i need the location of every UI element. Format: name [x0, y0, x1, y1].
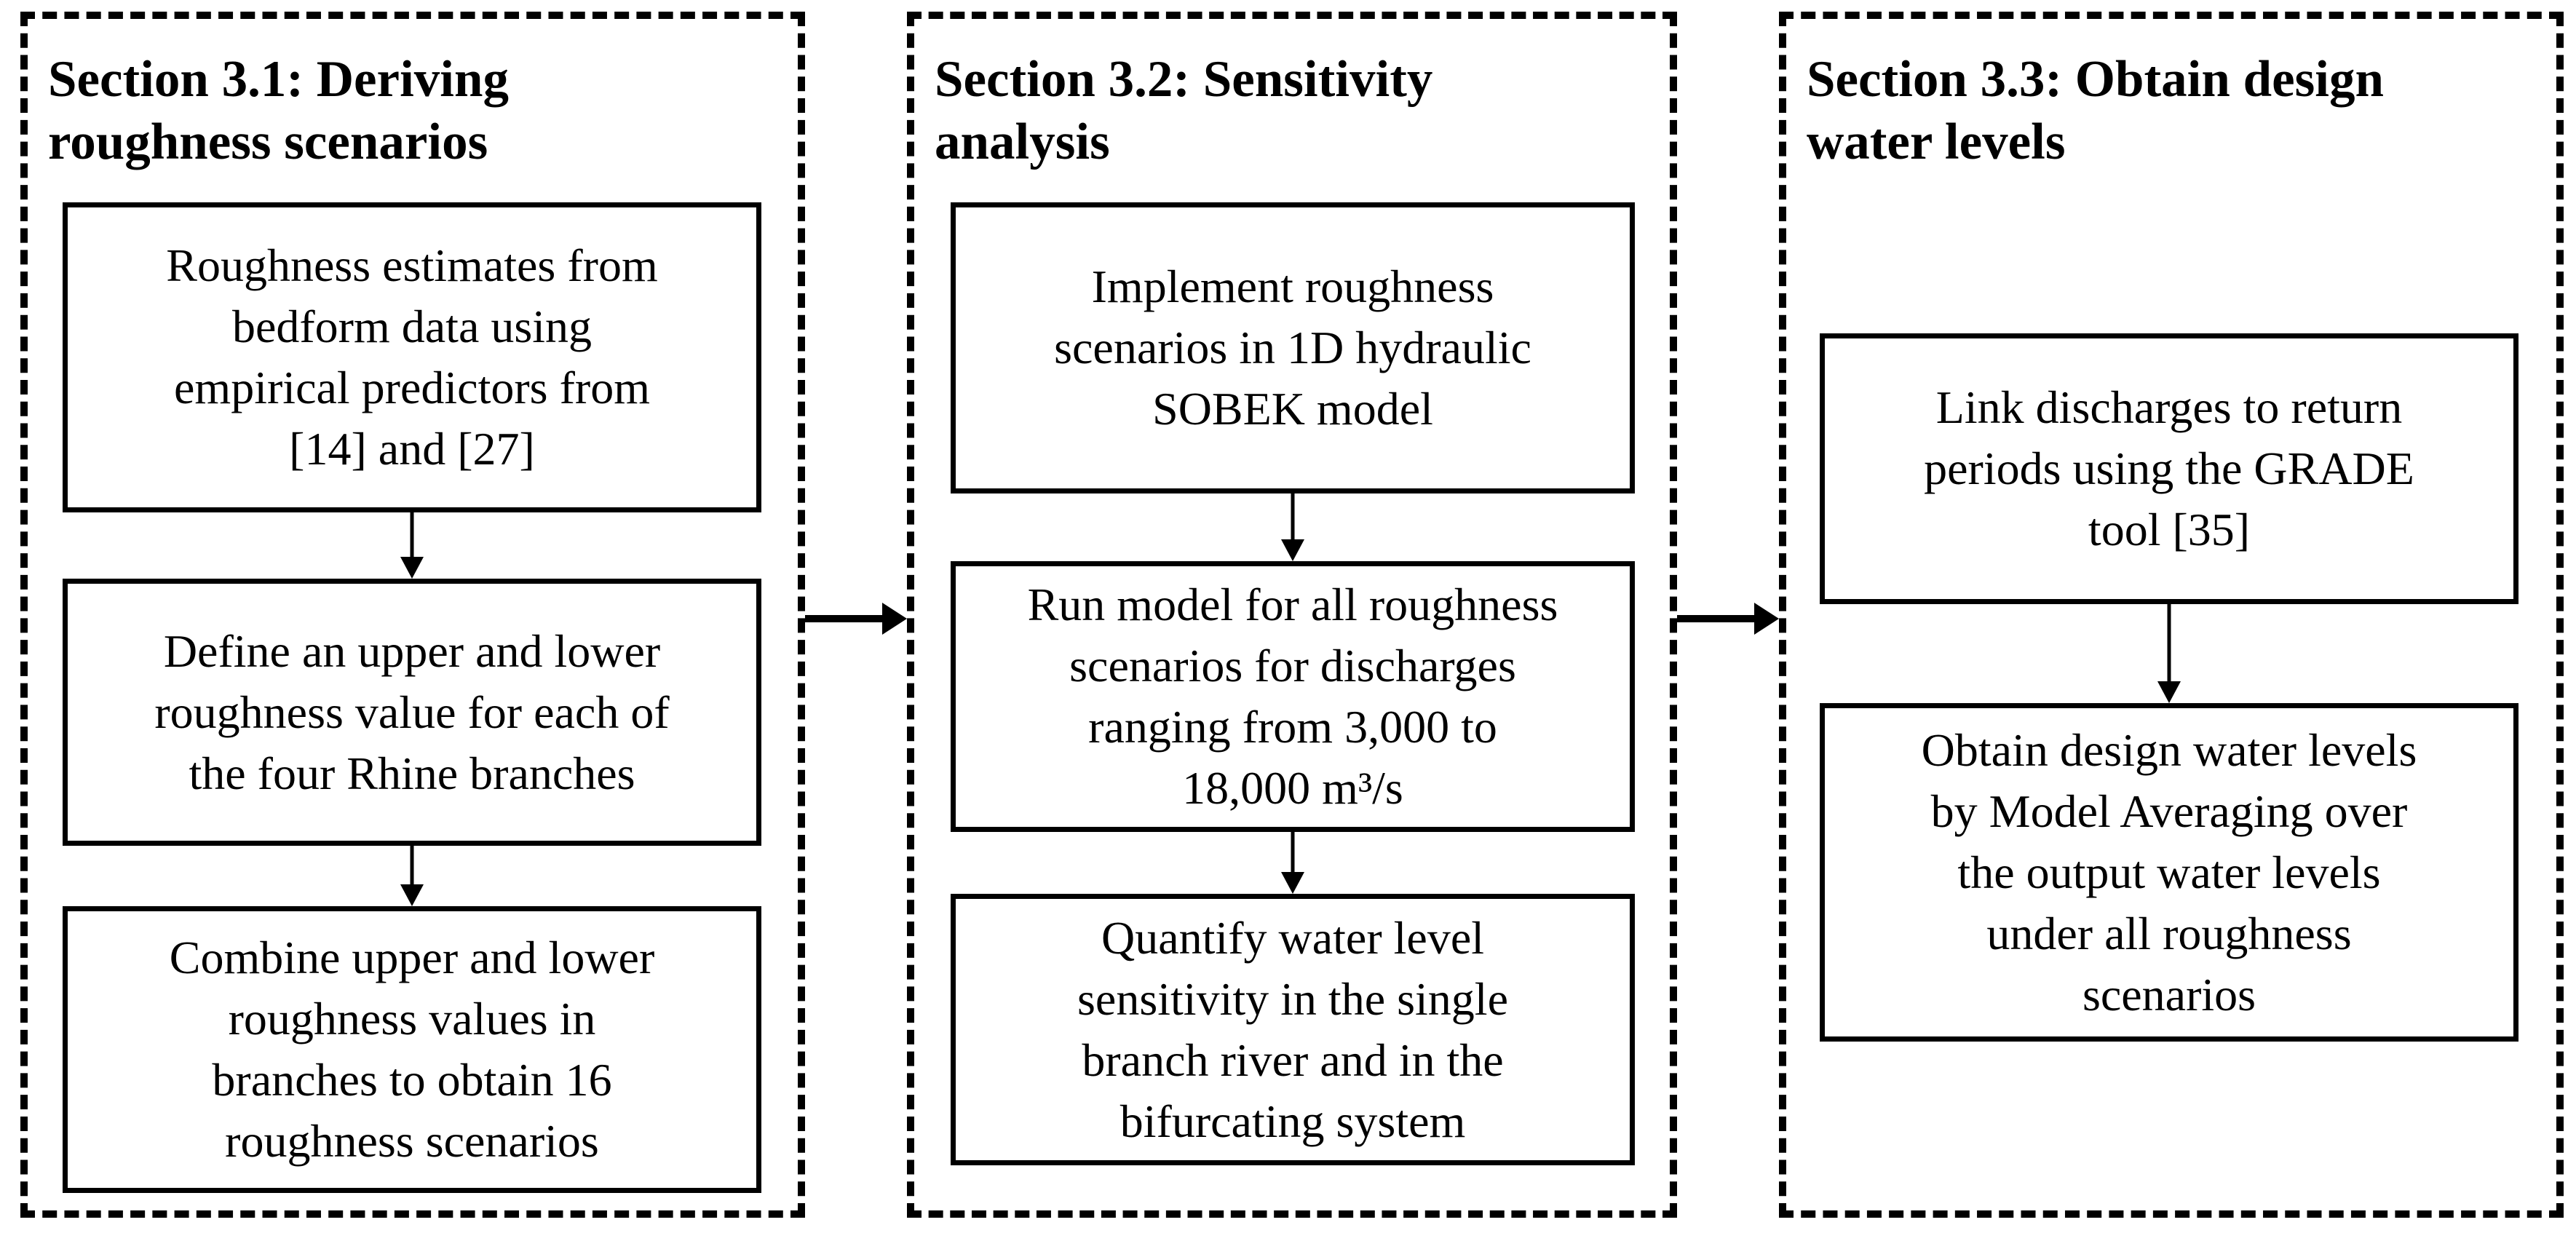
process-box-text: Combine upper and lower roughness values…	[170, 927, 655, 1172]
process-box-text: Link discharges to return periods using …	[1924, 377, 2414, 560]
box-text-line: Combine upper and lower	[169, 932, 655, 983]
arrow-head-icon	[400, 884, 424, 906]
box-text-line: the four Rhine branches	[189, 747, 635, 799]
down-arrow	[1278, 832, 1307, 894]
process-box-text: Quantify water level sensitivity in the …	[1077, 908, 1508, 1152]
box-text-line: Link discharges to return	[1935, 381, 2403, 433]
box-text-line: under all roughness	[1986, 907, 2352, 959]
box-text-line: SOBEK model	[1152, 383, 1433, 435]
box-text-line: branches to obtain 16	[212, 1054, 612, 1106]
box-text-line: roughness value for each of	[154, 686, 670, 738]
down-arrow	[2155, 604, 2184, 703]
arrow-shaft	[410, 846, 414, 887]
box-text-line: scenarios for discharges	[1069, 640, 1516, 691]
box-text-line: branch river and in the	[1082, 1034, 1504, 1086]
box-text-line: periods using the GRADE	[1924, 443, 2414, 494]
section-3-3-panel: Section 3.3: Obtain design water levels …	[1779, 12, 2564, 1218]
box-text-line: Run model for all roughness	[1027, 579, 1558, 630]
arrow-head-icon	[1754, 603, 1779, 635]
process-box-roughness-estimates: Roughness estimates from bedform data us…	[63, 202, 761, 512]
arrow-shaft	[805, 615, 887, 622]
process-box-text: Roughness estimates from bedform data us…	[166, 235, 657, 480]
box-text-line: Implement roughness	[1091, 261, 1494, 312]
arrow-head-icon	[882, 603, 907, 635]
box-text-line: ranging from 3,000 to	[1088, 701, 1497, 753]
box-text-line: scenarios in 1D hydraulic	[1054, 322, 1531, 373]
box-text-line: the output water levels	[1957, 846, 2381, 898]
box-text-line: Obtain design water levels	[1921, 723, 2417, 776]
arrow-head-icon	[400, 557, 424, 579]
box-text-line: 18,000 m³/s	[1182, 762, 1403, 814]
box-text-line: Define an upper and lower	[163, 625, 661, 677]
box-text-line: Quantify water level	[1101, 911, 1484, 964]
box-text-line: bifurcating system	[1119, 1095, 1466, 1147]
process-box-text: Obtain design water levels by Model Aver…	[1922, 720, 2417, 1026]
box-text-line: roughness values in	[228, 993, 596, 1044]
down-arrow	[397, 512, 427, 579]
arrow-shaft	[1291, 493, 1295, 542]
arrow-head-icon	[1281, 539, 1304, 561]
down-arrow	[397, 846, 427, 906]
process-box-implement-sobek: Implement roughness scenarios in 1D hydr…	[951, 202, 1635, 493]
flow-arrow-right-2	[1677, 603, 1779, 635]
process-box-define-upper-lower: Define an upper and lower roughness valu…	[63, 579, 761, 846]
process-box-text: Define an upper and lower roughness valu…	[154, 621, 669, 804]
section-title-line: Section 3.2: Sensitivity	[935, 51, 1433, 108]
section-title-line: water levels	[1807, 114, 2066, 170]
section-3-2-panel: Section 3.2: Sensitivity analysis Implem…	[907, 12, 1677, 1218]
box-text-line: [14] and [27]	[289, 423, 535, 475]
box-text-line: empirical predictors from	[174, 362, 650, 413]
box-text-line: by Model Averaging over	[1930, 785, 2408, 837]
flow-arrow-right-1	[805, 603, 907, 635]
process-box-text: Run model for all roughness scenarios fo…	[1028, 574, 1558, 819]
process-box-quantify-sensitivity: Quantify water level sensitivity in the …	[951, 894, 1635, 1165]
section-title-line: analysis	[935, 114, 1110, 170]
process-box-link-discharges: Link discharges to return periods using …	[1820, 333, 2518, 604]
arrow-shaft	[1677, 615, 1759, 622]
section-title-line: roughness scenarios	[48, 114, 488, 170]
arrow-head-icon	[1281, 872, 1304, 894]
section-3-3-title: Section 3.3: Obtain design water levels	[1807, 48, 2384, 173]
process-box-obtain-design-levels: Obtain design water levels by Model Aver…	[1820, 703, 2518, 1042]
arrow-shaft	[2167, 604, 2171, 684]
box-text-line: bedform data using	[231, 301, 593, 352]
process-box-text: Implement roughness scenarios in 1D hydr…	[1054, 256, 1531, 440]
box-text-line: Roughness estimates from	[166, 239, 658, 291]
box-text-line: tool [35]	[2088, 504, 2251, 555]
process-box-combine-scenarios: Combine upper and lower roughness values…	[63, 906, 761, 1193]
section-title-line: Section 3.3: Obtain design	[1807, 51, 2384, 108]
arrow-head-icon	[2157, 681, 2181, 703]
box-text-line: roughness scenarios	[225, 1115, 599, 1167]
section-3-1-title: Section 3.1: Deriving roughness scenario…	[48, 48, 509, 173]
section-title-line: Section 3.1: Deriving	[48, 51, 510, 108]
box-text-line: scenarios	[2082, 968, 2256, 1020]
down-arrow	[1278, 493, 1307, 561]
arrow-shaft	[1291, 832, 1295, 875]
process-box-run-model: Run model for all roughness scenarios fo…	[951, 561, 1635, 832]
box-text-line: sensitivity in the single	[1077, 972, 1508, 1025]
arrow-shaft	[410, 512, 414, 560]
section-3-2-title: Section 3.2: Sensitivity analysis	[935, 48, 1432, 173]
section-3-1-panel: Section 3.1: Deriving roughness scenario…	[20, 12, 805, 1218]
